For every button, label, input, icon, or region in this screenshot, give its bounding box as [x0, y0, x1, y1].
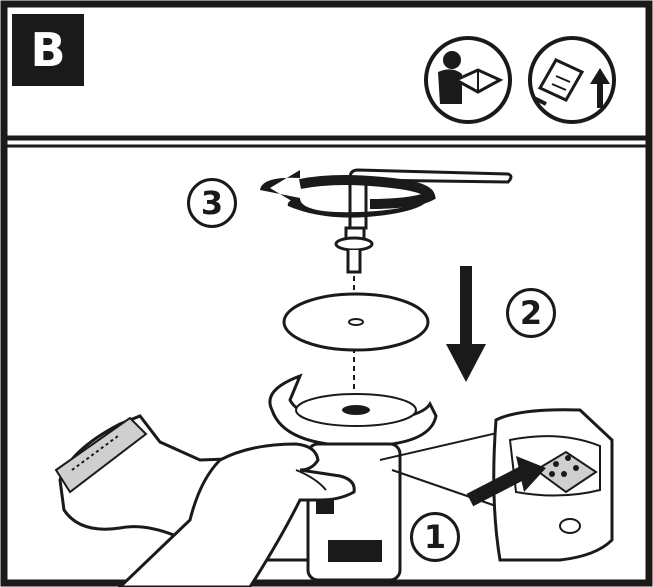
spindle-lock-detail: [470, 410, 612, 560]
down-arrow: [446, 266, 486, 382]
panel-letter: B: [12, 14, 84, 86]
remove-battery-icon: [530, 38, 614, 122]
read-manual-icon: [426, 38, 510, 122]
cutting-disc: [284, 294, 428, 350]
flange-bolt: [336, 228, 372, 272]
wheel-guard: [270, 376, 436, 446]
step-number-2: 2: [506, 288, 556, 338]
step-number-3: 3: [187, 178, 237, 228]
step-number-1: 1: [410, 512, 460, 562]
